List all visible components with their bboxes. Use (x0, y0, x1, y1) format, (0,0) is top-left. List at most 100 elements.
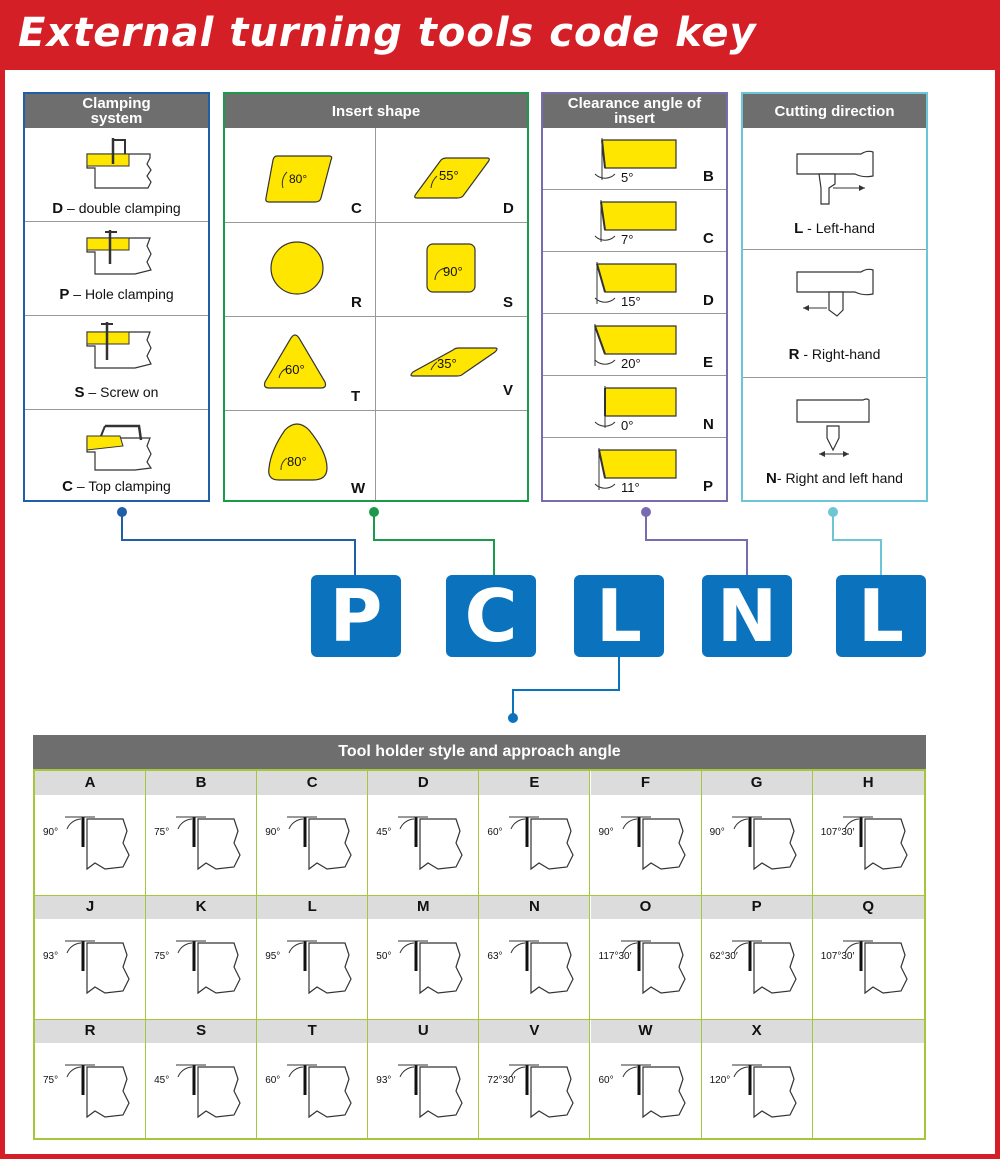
holder-style-icon (176, 816, 241, 871)
insert-angle: 55° (439, 168, 459, 183)
holder-style-icon (731, 816, 797, 871)
insert-shape-cell: 80° C (225, 128, 375, 222)
holder-style-code: H (812, 771, 924, 795)
clamping-label: Top clamping (88, 478, 171, 494)
holder-approach-angle: 95° (265, 951, 281, 962)
holder-style-code: O (590, 895, 701, 919)
clearance-item: 5° B (543, 128, 726, 190)
holder-approach-angle: 63° (487, 951, 503, 962)
holder-style-code: R (35, 1019, 145, 1043)
insert-shape-cell: 80° W (225, 410, 375, 500)
insert-shape-cell: 60° T (225, 316, 375, 410)
clamping-label: double clamping (78, 200, 181, 216)
clamping-label: Screw on (100, 384, 159, 400)
insert-code: C (351, 200, 362, 217)
code-letter-clamping: P (311, 575, 401, 657)
holder-approach-angle: 90° (709, 827, 725, 838)
clearance-code: C (703, 230, 714, 247)
clearance-item: 20° E (543, 314, 726, 376)
clearance-angle: 20° (621, 356, 641, 371)
holder-style-cell: E 60° (479, 771, 591, 895)
clamping-code: D (52, 200, 64, 217)
clearance-code: N (703, 416, 714, 433)
holder-approach-angle: 60° (487, 827, 503, 838)
screw-on-icon (86, 322, 152, 369)
clamping-panel-title: Clamping system (25, 94, 208, 128)
clamping-item: P – Hole clamping (25, 222, 208, 316)
insert-code: W (351, 480, 366, 497)
direction-panel-title: Cutting direction (743, 94, 926, 128)
holder-style-code: G (701, 771, 812, 795)
holder-style-icon (509, 940, 575, 995)
holder-style-cell: B 75° (146, 771, 258, 895)
holder-style-cell: T 60° (257, 1019, 369, 1138)
holder-style-icon (287, 1064, 352, 1119)
insert-shape-cell: R (225, 222, 375, 316)
holder-style-cell (812, 1019, 924, 1138)
insert-code: R (351, 294, 362, 311)
insert-shape-cell: 90° S (375, 222, 527, 316)
clamping-panel: Clamping system D – double clamping P – … (23, 92, 210, 502)
insert-code: D (503, 200, 514, 217)
holder-approach-angle: 60° (598, 1075, 614, 1086)
holder-approach-angle: 90° (598, 827, 614, 838)
holder-style-code: M (368, 895, 479, 919)
insert-angle: 60° (285, 362, 305, 377)
holder-style-icon (398, 940, 463, 995)
header-bar: External turning tools code key (0, 0, 1000, 70)
direction-label: Left-hand (815, 220, 875, 236)
clearance-insert-icon (594, 262, 677, 304)
holder-style-code: A (35, 771, 145, 795)
holder-style-icon (509, 816, 575, 871)
holder-style-code: X (701, 1019, 812, 1043)
holder-style-cell: R 75° (35, 1019, 146, 1138)
holder-style-code: U (368, 1019, 479, 1043)
holder-approach-angle: 75° (154, 951, 170, 962)
holder-style-icon (287, 816, 352, 871)
holder-approach-angle: 90° (265, 827, 281, 838)
holder-style-icon (65, 816, 130, 871)
holder-style-icon (842, 940, 908, 995)
clamping-item: C – Top clamping (25, 410, 208, 500)
code-letter-clearance: N (702, 575, 792, 657)
holder-style-icon (731, 940, 797, 995)
holder-approach-angle: 45° (376, 827, 392, 838)
direction-item: L - Left-hand (743, 128, 926, 250)
holder-approach-angle: 93° (43, 951, 59, 962)
holder-style-cell: H 107°30′ (812, 771, 924, 895)
direction-code: N (766, 470, 777, 487)
holder-approach-angle: 120° (709, 1075, 731, 1086)
holder-style-code: P (701, 895, 812, 919)
clearance-insert-icon (594, 448, 677, 490)
holder-style-table: A 90°B 75°C 90°D (33, 769, 926, 1140)
neutral-tool-icon (796, 398, 870, 457)
rhombic-35-insert-icon (410, 347, 498, 377)
holder-style-icon (176, 1064, 241, 1119)
holder-style-cell: W 60° (590, 1019, 702, 1138)
direction-label: Right and left hand (785, 470, 903, 486)
direction-label: Right-hand (811, 346, 881, 362)
direction-panel: Cutting direction L - Left-hand R - Righ… (741, 92, 928, 502)
insert-shape-panel: Insert shape 80° C 55° D R (223, 92, 529, 502)
holder-approach-angle: 107°30′ (820, 827, 855, 838)
holder-style-icon (842, 816, 908, 871)
holder-style-icon (620, 816, 686, 871)
holder-style-cell: S 45° (146, 1019, 258, 1138)
clearance-item: 7° C (543, 190, 726, 252)
clearance-panel-title: Clearance angle of insert (543, 94, 726, 128)
holder-approach-angle: 107°30′ (820, 951, 855, 962)
clearance-item: 15° D (543, 252, 726, 314)
insert-shape-title: Insert shape (225, 94, 527, 128)
holder-style-cell: O 117°30′ (590, 895, 702, 1019)
holder-style-icon (398, 816, 463, 871)
holder-style-code: C (257, 771, 368, 795)
holder-style-cell: V 72°30′ (479, 1019, 591, 1138)
code-letter-insert-shape: C (446, 575, 536, 657)
holder-style-cell: L 95° (257, 895, 369, 1019)
holder-approach-angle: 62°30′ (709, 951, 738, 962)
holder-approach-angle: 75° (154, 827, 170, 838)
holder-style-icon (731, 1064, 797, 1119)
insert-angle: 90° (443, 264, 463, 279)
holder-style-icon (65, 1064, 130, 1119)
holder-style-cell: P 62°30′ (701, 895, 813, 1019)
